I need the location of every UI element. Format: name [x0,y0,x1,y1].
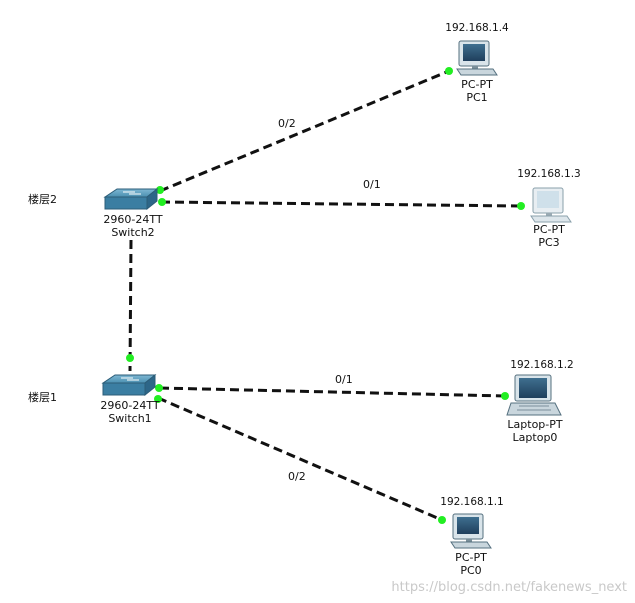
laptop0-type-label: Laptop-PT [507,418,563,431]
port-label-sw1-pc0: 0/2 [288,470,306,483]
link-light [501,392,509,400]
link-light [126,354,134,362]
laptop0-icon[interactable] [506,374,562,416]
pc1-name-label: PC1 [466,91,488,104]
switch1-model-label: 2960-24TT [100,399,160,412]
link-light [438,516,446,524]
link-light [154,395,162,403]
pc0-type-label: PC-PT [455,551,487,564]
switch1-icon[interactable] [101,373,157,397]
laptop0-ip-label: 192.168.1.2 [510,359,574,371]
port-label-sw2-pc1: 0/2 [278,117,296,130]
pc1-type-label: PC-PT [461,78,493,91]
pc1-ip-label: 192.168.1.4 [445,22,509,34]
link-switch2-pc3[interactable] [160,200,521,208]
port-label-sw1-laptop0: 0/1 [335,373,353,386]
pc0-ip-label: 192.168.1.1 [440,496,504,508]
link-switch2-switch1[interactable] [128,239,133,372]
switch2-model-label: 2960-24TT [103,213,163,226]
floor1-label: 楼层1 [28,391,57,404]
link-switch1-laptop0[interactable] [159,386,506,398]
pc0-name-label: PC0 [460,564,482,577]
link-light [156,186,164,194]
switch2-name-label: Switch2 [111,226,155,239]
floor2-label: 楼层2 [28,193,57,206]
pc3-ip-label: 192.168.1.3 [517,168,581,180]
switch2-icon[interactable] [103,187,159,211]
link-switch1-pc0[interactable] [157,396,443,522]
link-light [155,384,163,392]
pc1-icon[interactable] [456,40,498,76]
pc3-name-label: PC3 [538,236,560,249]
port-label-sw2-pc3: 0/1 [363,178,381,191]
link-light [517,202,525,210]
pc3-type-label: PC-PT [533,223,565,236]
pc3-icon[interactable] [530,187,572,223]
link-light [445,67,453,75]
switch1-name-label: Switch1 [108,412,152,425]
pc0-icon[interactable] [450,513,492,549]
link-light [158,198,166,206]
link-switch2-pc1[interactable] [159,69,450,193]
watermark: https://blog.csdn.net/fakenews_next [391,580,627,595]
laptop0-name-label: Laptop0 [512,431,558,444]
